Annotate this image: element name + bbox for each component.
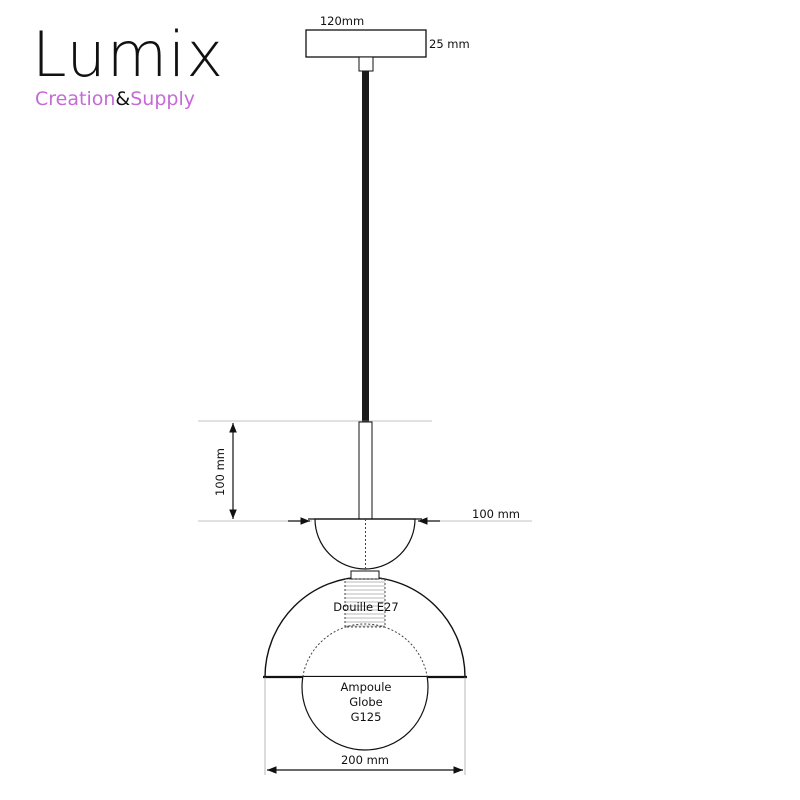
logo-tagline-amp: & <box>115 88 131 110</box>
bulb-neck-left <box>347 624 351 628</box>
bulb-globe <box>301 677 429 751</box>
dim-stem-length: 100 mm <box>213 448 227 496</box>
logo-tagline: Creation&Supply <box>35 88 224 110</box>
power-cable <box>362 71 369 423</box>
dim-canopy-height: 25 mm <box>429 37 470 51</box>
brand-logo: Lumix Creation&Supply <box>32 18 225 111</box>
label-bulb-line1: Ampoule <box>341 680 392 694</box>
metal-stem <box>358 421 373 520</box>
logo-tagline-start: Creation <box>35 88 116 110</box>
socket-nut <box>350 570 380 580</box>
dim-cup-width: 100 mm <box>472 507 520 521</box>
dim-shade-width: 200 mm <box>341 753 389 767</box>
label-bulb-line3: G125 <box>351 710 382 724</box>
label-socket: Douille E27 <box>333 600 398 614</box>
cable-clamp <box>358 56 374 72</box>
bulb-globe-hidden <box>302 623 428 677</box>
e27-socket <box>344 578 386 628</box>
dim-canopy-width: 120mm <box>320 14 364 28</box>
ceiling-canopy <box>305 29 427 58</box>
label-bulb-line2: Globe <box>349 695 383 709</box>
logo-tagline-end: Supply <box>130 88 195 110</box>
logo-wordmark: Lumix <box>32 18 225 91</box>
